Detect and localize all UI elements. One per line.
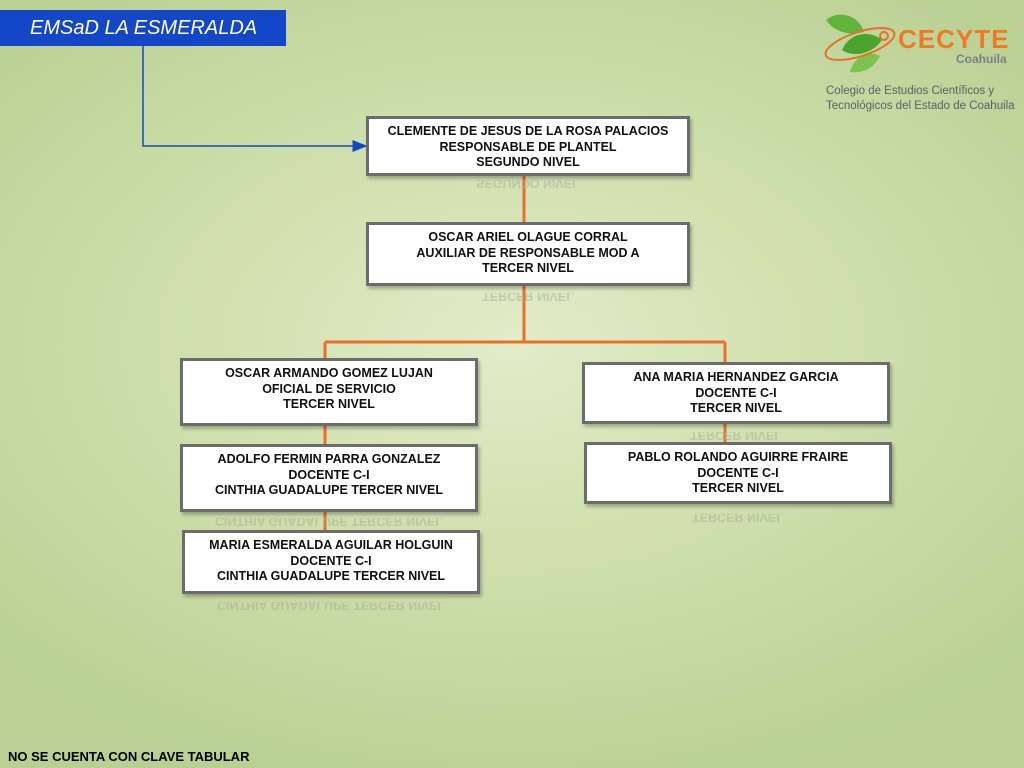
- node-role: DOCENTE C-I: [697, 465, 779, 480]
- node-reflection: TERCER NIVEL: [692, 514, 784, 524]
- node-level: TERCER NIVEL: [690, 401, 782, 415]
- node-name: MARIA ESMERALDA AGUILAR HOLGUIN: [209, 538, 453, 552]
- node-level: SEGUNDO NIVEL: [476, 155, 580, 169]
- node-role: OFICIAL DE SERVICIO: [262, 381, 396, 396]
- node-level: CINTHIA GUADALUPE TERCER NIVEL: [216, 569, 445, 583]
- logo-name-line1: Colegio de Estudios Científicos y: [826, 85, 995, 97]
- node-name: OSCAR ARMANDO GOMEZ LUJAN: [225, 366, 433, 380]
- org-node-docente-aguirre: PABLO ROLANDO AGUIRRE FRAIRE DOCENTE C-I…: [584, 442, 892, 504]
- title-arrow: [142, 46, 368, 152]
- footer-note: NO SE CUENTA CON CLAVE TABULAR: [8, 749, 250, 764]
- logo-word: CECYTE: [898, 24, 1010, 54]
- node-role: RESPONSABLE DE PLANTEL: [439, 139, 617, 154]
- page-title: EMSaD LA ESMERALDA: [0, 10, 286, 46]
- logo-name-line2: Tecnológicos del Estado de Coahuila: [826, 100, 1015, 112]
- node-reflection: CINTHIA GUADALUPE TERCER NIVEL: [216, 602, 445, 612]
- node-name: ADOLFO FERMIN PARRA GONZALEZ: [217, 452, 441, 466]
- node-level: TERCER NIVEL: [283, 397, 375, 411]
- node-reflection: TERCER NIVEL: [690, 432, 782, 442]
- node-role: DOCENTE C-I: [288, 467, 370, 482]
- node-name: OSCAR ARIEL OLAGUE CORRAL: [428, 230, 628, 244]
- node-reflection: CINTHIA GUADALUPE TERCER NIVEL: [214, 518, 443, 528]
- leaf-logo-icon: [824, 14, 896, 73]
- node-role: AUXILIAR DE RESPONSABLE MOD A: [416, 245, 640, 260]
- node-level: CINTHIA GUADALUPE TERCER NIVEL: [214, 483, 443, 497]
- org-node-oficial-servicio: OSCAR ARMANDO GOMEZ LUJAN OFICIAL DE SER…: [180, 358, 478, 426]
- node-name: ANA MARIA HERNANDEZ GARCIA: [633, 370, 839, 384]
- node-name: PABLO ROLANDO AGUIRRE FRAIRE: [627, 450, 849, 464]
- org-node-auxiliar: OSCAR ARIEL OLAGUE CORRAL AUXILIAR DE RE…: [366, 222, 690, 286]
- logo-institution-name: Colegio de Estudios Científicos y Tecnol…: [826, 84, 1022, 114]
- node-role: DOCENTE C-I: [695, 385, 777, 400]
- node-reflection: SEGUNDO NIVEL: [476, 180, 580, 190]
- cecyte-logo: CECYTE Coahuila Colegio de Estudios Cien…: [820, 10, 1020, 120]
- node-level: TERCER NIVEL: [692, 481, 784, 495]
- node-level: TERCER NIVEL: [482, 261, 574, 275]
- org-node-docente-aguilar: MARIA ESMERALDA AGUILAR HOLGUIN DOCENTE …: [182, 530, 480, 594]
- org-node-responsable-plantel: CLEMENTE DE JESUS DE LA ROSA PALACIOS RE…: [366, 116, 690, 176]
- org-node-docente-hernandez: ANA MARIA HERNANDEZ GARCIA DOCENTE C-I T…: [582, 362, 890, 424]
- node-role: DOCENTE C-I: [290, 553, 372, 568]
- node-reflection: TERCER NIVEL: [482, 293, 574, 303]
- logo-state: Coahuila: [956, 52, 1007, 66]
- org-node-docente-parra: ADOLFO FERMIN PARRA GONZALEZ DOCENTE C-I…: [180, 444, 478, 512]
- node-name: CLEMENTE DE JESUS DE LA ROSA PALACIOS: [387, 124, 669, 138]
